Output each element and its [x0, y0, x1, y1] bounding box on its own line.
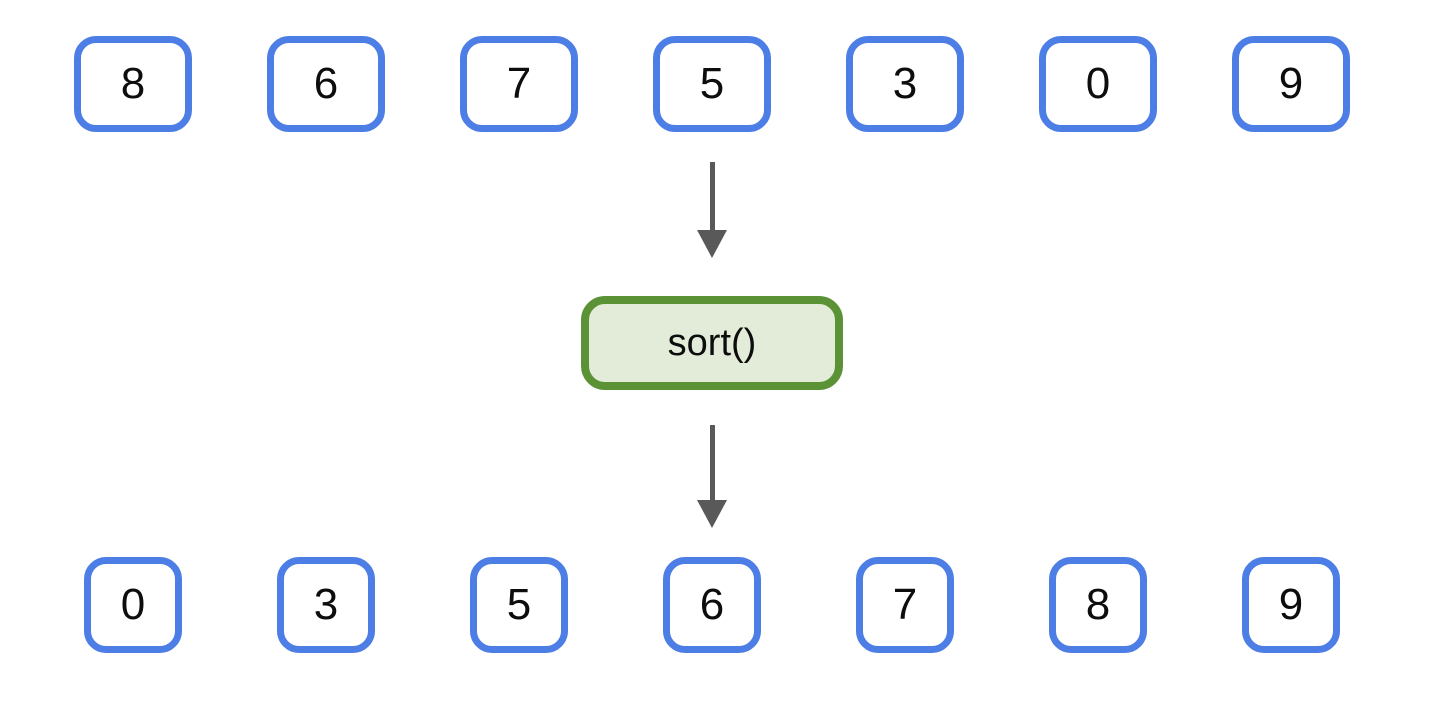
array-item-box: 6 — [663, 557, 761, 653]
array-item-box: 0 — [84, 557, 182, 653]
sort-operation-label: sort() — [667, 322, 757, 364]
array-item-box: 8 — [1049, 557, 1147, 653]
array-item-box: 5 — [653, 36, 771, 132]
array-item-box: 8 — [74, 36, 192, 132]
array-item-box: 7 — [856, 557, 954, 653]
array-item-box: 6 — [267, 36, 385, 132]
array-item-box: 7 — [460, 36, 578, 132]
array-item-box: 9 — [1232, 36, 1350, 132]
arrow-down-icon — [697, 162, 727, 258]
array-item-box: 3 — [277, 557, 375, 653]
arrow-head — [697, 500, 727, 528]
array-item-box: 5 — [470, 557, 568, 653]
array-item-box: 0 — [1039, 36, 1157, 132]
arrow-shaft — [709, 425, 715, 500]
arrow-head — [697, 230, 727, 258]
arrow-down-icon — [697, 425, 727, 528]
array-item-box: 9 — [1242, 557, 1340, 653]
arrow-shaft — [709, 162, 715, 230]
array-item-box: 3 — [846, 36, 964, 132]
sort-operation-box: sort() — [581, 296, 843, 390]
